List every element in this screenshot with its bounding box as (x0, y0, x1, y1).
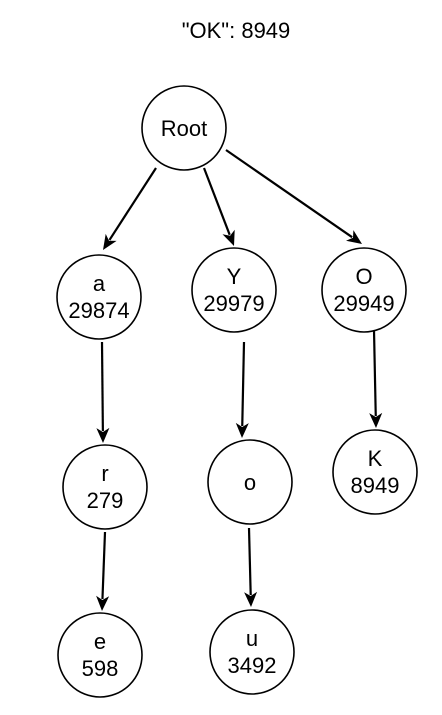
node-circle (321, 247, 407, 333)
edge-line (241, 341, 246, 427)
edge-y-yo (235, 341, 249, 438)
edge-line (101, 531, 107, 600)
node-count: 279 (87, 488, 124, 513)
edge-root-y (202, 167, 235, 246)
arrowhead (96, 595, 110, 611)
node-char: K (368, 446, 383, 471)
edge-line (108, 167, 157, 241)
edge-root-o (225, 149, 362, 244)
edge-line (247, 527, 252, 596)
arrowhead (346, 230, 362, 244)
edge-root-a (103, 167, 157, 250)
node-count: 29874 (68, 298, 129, 323)
node-circle (57, 612, 143, 698)
edge-line (225, 149, 353, 239)
node-char: Root (161, 116, 207, 141)
arrowhead (369, 412, 383, 428)
edge-line (100, 341, 104, 432)
node-circle (141, 85, 227, 171)
arrowhead (244, 591, 258, 607)
edge-ar-are (96, 531, 110, 611)
diagram-title: "OK": 8949 (181, 18, 291, 43)
node-char: Y (227, 264, 242, 289)
node-char: a (93, 271, 106, 296)
node-char: e (94, 629, 106, 654)
node-circle (62, 444, 148, 530)
node-circle (332, 429, 418, 515)
node-count: 598 (82, 656, 119, 681)
node-circle (207, 439, 293, 525)
edge-yo-you (244, 527, 258, 607)
node-char: r (101, 461, 108, 486)
edge-line (372, 329, 377, 417)
trie-node-root: Root (141, 85, 227, 171)
arrowhead (103, 233, 117, 250)
node-circle (56, 254, 142, 340)
node-char: o (244, 470, 256, 495)
node-count: 29979 (203, 291, 264, 316)
edge-o-ok (369, 329, 383, 428)
edge-a-ar (96, 341, 110, 443)
edges-layer (96, 149, 383, 611)
trie-node-yo: o (207, 439, 293, 525)
node-circle (191, 247, 277, 333)
arrowhead (96, 427, 110, 443)
arrowhead (222, 229, 235, 246)
node-count: 8949 (351, 473, 400, 498)
arrowhead (235, 422, 249, 438)
node-circle (209, 609, 295, 695)
edge-line (202, 167, 231, 236)
node-char: u (246, 626, 258, 651)
node-char: O (355, 264, 372, 289)
node-count: 3492 (228, 653, 277, 678)
node-count: 29949 (333, 291, 394, 316)
